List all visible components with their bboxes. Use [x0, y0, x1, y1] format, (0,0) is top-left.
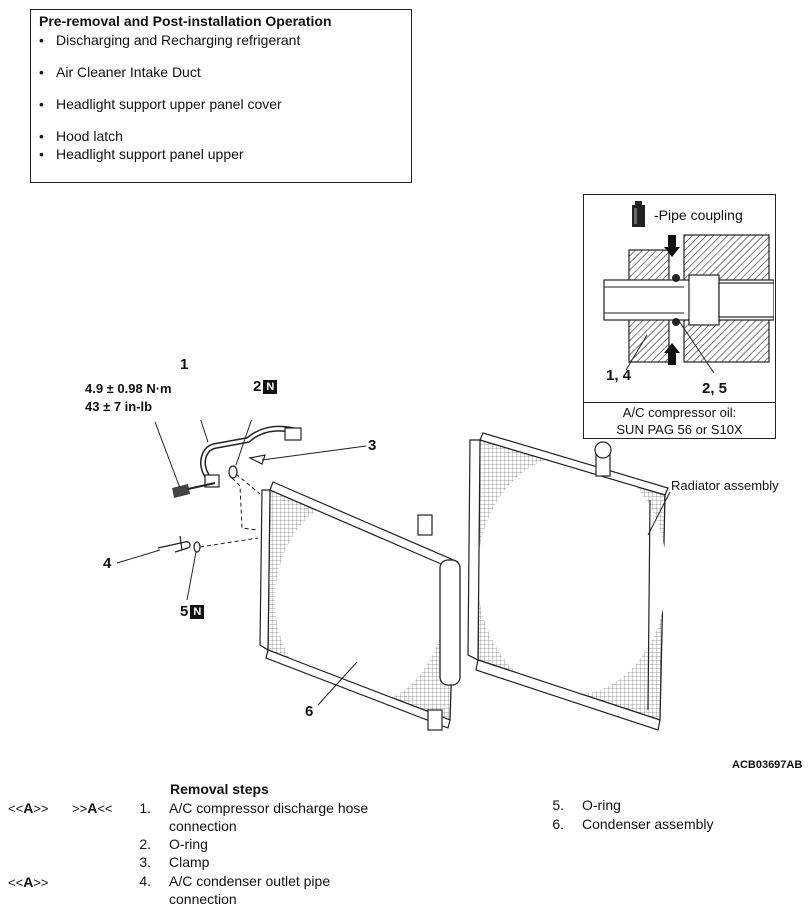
detail-label-2-5: 2, 5 — [702, 380, 728, 397]
o-ring-5 — [193, 541, 201, 553]
pre-removal-box: Pre-removal and Post-installation Operat… — [30, 9, 412, 183]
callout-2-num: 2 — [253, 378, 262, 395]
bolt — [172, 482, 216, 498]
radiator-label: Radiator assembly — [671, 478, 779, 493]
oil-spec-line2: SUN PAG 56 or S10X — [616, 422, 743, 437]
pre-removal-item: Headlight support panel upper — [39, 145, 403, 163]
service-tag: >>A<< — [72, 800, 113, 816]
pre-removal-item: Hood latch — [39, 127, 403, 145]
pre-removal-item: Headlight support upper panel cover — [39, 95, 403, 113]
callout-5-num: 5 — [180, 603, 189, 620]
coupling-label: -Pipe coupling — [654, 207, 743, 223]
callout-1: 1 — [180, 356, 189, 373]
pre-removal-title: Pre-removal and Post-installation Operat… — [39, 13, 332, 29]
torque-metric: 4.9 ± 0.98 N·m — [85, 381, 172, 396]
radiator-assembly — [467, 432, 669, 731]
callout-4: 4 — [103, 555, 112, 572]
new-part-badge: N — [190, 605, 205, 619]
removal-step: 1. A/C compressor discharge hose connect… — [139, 800, 369, 834]
new-part-badge: N — [263, 380, 278, 394]
pipe-coupling-detail: -Pipe coupling 1, 4 2, 5 A/C compressor … — [583, 194, 776, 439]
figure-code: ACB03697AB — [732, 759, 803, 771]
oil-spec: A/C compressor oil: SUN PAG 56 or S10X — [584, 402, 775, 438]
torque-spec: 4.9 ± 0.98 N·m 43 ± 7 in-lb — [85, 380, 172, 416]
torque-imperial: 43 ± 7 in-lb — [85, 399, 153, 414]
exploded-diagram — [116, 420, 671, 731]
oil-can-icon — [632, 201, 645, 227]
service-tag: <<A>> — [8, 874, 49, 890]
outlet-pipe — [157, 535, 191, 553]
callout-6: 6 — [305, 703, 314, 720]
callout-3: 3 — [368, 437, 377, 454]
pre-removal-list: Discharging and Recharging refrigerant A… — [39, 31, 403, 163]
removal-step: 4. A/C condenser outlet pipe connection — [139, 873, 331, 907]
o-ring-2 — [228, 465, 238, 479]
pre-removal-item: Discharging and Recharging refrigerant — [39, 31, 403, 49]
removal-steps-title: Removal steps — [170, 781, 269, 797]
discharge-hose — [200, 425, 302, 488]
condenser-assembly — [259, 481, 461, 731]
service-tag: <<A>> — [8, 800, 49, 816]
pre-removal-item: Air Cleaner Intake Duct — [39, 63, 403, 81]
detail-label-1-4: 1, 4 — [606, 367, 632, 384]
oil-spec-line1: A/C compressor oil: — [622, 405, 737, 420]
pipe-coupling-drawing — [603, 201, 774, 374]
